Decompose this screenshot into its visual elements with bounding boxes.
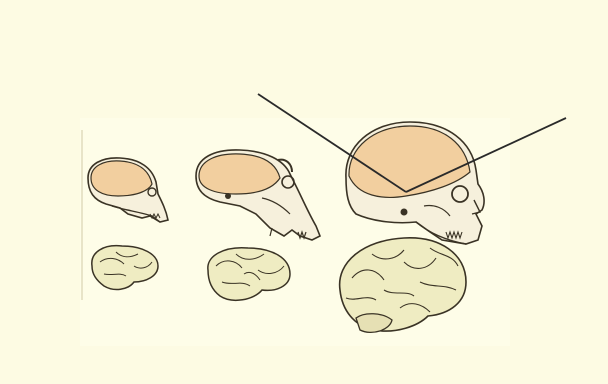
ape-ear-opening [225, 193, 231, 199]
human-ear-opening [401, 209, 408, 216]
